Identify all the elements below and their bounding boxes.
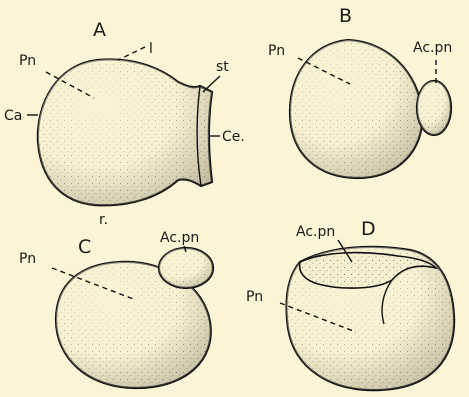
- panel-d: D Ac.pn Pn: [246, 218, 454, 390]
- panel-a: A Pn l st Ca Ce. r.: [4, 19, 245, 228]
- panel-a-letter: A: [93, 19, 106, 41]
- panel-b-shading: [290, 40, 422, 178]
- panel-a-leader-st: [203, 76, 220, 92]
- panel-c: C Pn Ac.pn: [19, 230, 213, 388]
- panel-c-label-pn: Pn: [19, 251, 36, 267]
- panel-a-label-l: l: [149, 41, 153, 57]
- panel-d-letter: D: [361, 218, 376, 240]
- panel-a-label-ca: Ca: [4, 108, 22, 124]
- panel-c-label-acpn: Ac.pn: [160, 230, 199, 246]
- panel-b-label-acpn: Ac.pn: [413, 40, 452, 56]
- panel-b-label-pn: Pn: [268, 43, 285, 59]
- panel-d-label-acpn: Ac.pn: [296, 224, 335, 240]
- panel-c-accessory-shading: [159, 248, 213, 288]
- panel-a-leader-l: [118, 47, 145, 60]
- panel-c-letter: C: [78, 236, 91, 258]
- panel-a-label-st: st: [216, 59, 229, 75]
- panel-b-letter: B: [339, 5, 352, 27]
- panel-b: B Pn Ac.pn: [268, 5, 452, 178]
- panel-d-label-pn: Pn: [246, 289, 263, 305]
- panel-a-label-pn: Pn: [19, 53, 36, 69]
- panel-a-label-ce: Ce.: [222, 129, 245, 145]
- panel-b-accessory-shading: [417, 81, 451, 135]
- panel-a-label-r: r.: [99, 212, 108, 228]
